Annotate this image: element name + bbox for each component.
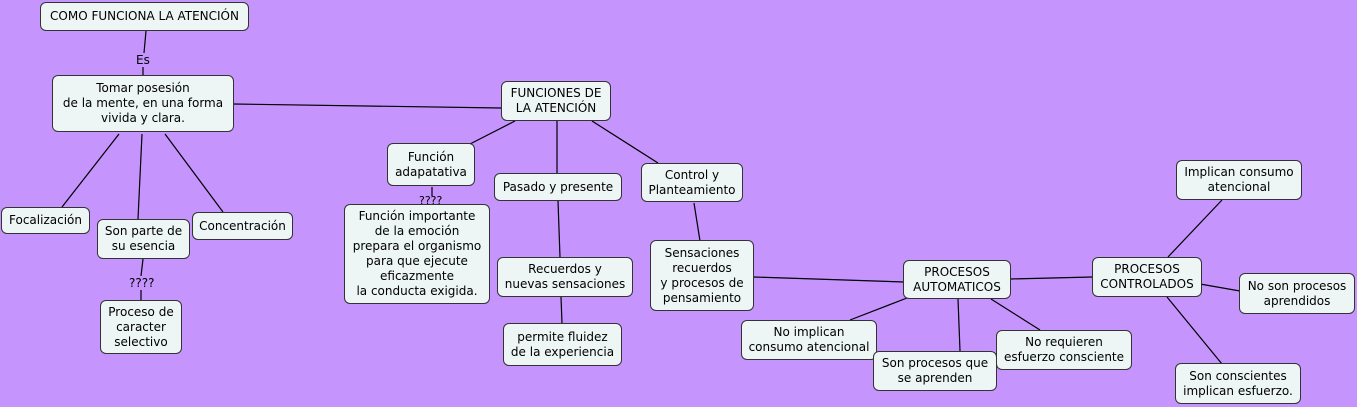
link-controlados-implican bbox=[1167, 199, 1223, 258]
link-funciones-control bbox=[591, 120, 659, 164]
link-sonparte-q1 bbox=[140, 258, 144, 277]
node-implican-consumo[interactable]: Implican consumo atencional bbox=[1176, 160, 1302, 200]
link-root-es bbox=[143, 30, 147, 54]
node-no-requieren[interactable]: No requieren esfuerzo consciente bbox=[996, 330, 1132, 370]
node-funciones[interactable]: FUNCIONES DE LA ATENCIÓN bbox=[501, 81, 611, 121]
link-tomar-funciones bbox=[232, 103, 502, 109]
link-controlados-conscientes bbox=[1166, 296, 1223, 365]
node-sensaciones[interactable]: Sensaciones recuerdos y procesos de pens… bbox=[650, 240, 754, 311]
label-es: Es bbox=[135, 53, 151, 67]
node-procesos-automaticos[interactable]: PROCESOS AUTOMATICOS bbox=[903, 260, 1011, 299]
link-automaticos-norequieren bbox=[990, 298, 1041, 331]
link-automaticos-seaprenden bbox=[957, 298, 961, 352]
link-automaticos-noimplican bbox=[849, 297, 908, 321]
node-tomar-posesion[interactable]: Tomar posesión de la mente, en una forma… bbox=[52, 75, 234, 132]
link-recuerdos-fluidez bbox=[560, 296, 563, 324]
link-pasado-recuerdos bbox=[557, 200, 561, 258]
node-funcion-adaptativa[interactable]: Función adapatativa bbox=[387, 143, 475, 186]
node-root[interactable]: COMO FUNCIONA LA ATENCIÓN bbox=[40, 2, 249, 31]
node-no-aprendidos[interactable]: No son procesos aprendidos bbox=[1239, 273, 1355, 314]
node-se-aprenden[interactable]: Son procesos que se aprenden bbox=[873, 351, 997, 391]
node-procesos-controlados[interactable]: PROCESOS CONTROLADOS bbox=[1092, 257, 1202, 297]
label-q2: ???? bbox=[418, 194, 444, 207]
link-control-sensaciones bbox=[693, 202, 701, 242]
node-proceso-selectivo[interactable]: Proceso de caracter selectivo bbox=[100, 300, 182, 354]
node-pasado-presente[interactable]: Pasado y presente bbox=[494, 173, 622, 201]
node-son-parte[interactable]: Son parte de su esencia bbox=[97, 219, 190, 259]
node-focalizacion[interactable]: Focalización bbox=[1, 207, 90, 234]
node-control[interactable]: Control y Planteamiento bbox=[641, 163, 743, 202]
link-controlados-noaprendidos bbox=[1199, 283, 1241, 292]
node-no-implican[interactable]: No implican consumo atencional bbox=[741, 320, 877, 360]
link-tomar-sonparte bbox=[137, 133, 143, 220]
node-fluidez[interactable]: permite fluidez de la experiencia bbox=[503, 323, 622, 366]
link-funciones-adaptativa bbox=[469, 120, 516, 145]
link-sensaciones-automaticos bbox=[753, 276, 905, 283]
node-funcion-importante[interactable]: Función importante de la emoción prepara… bbox=[344, 204, 490, 304]
label-q1: ???? bbox=[128, 276, 156, 290]
node-recuerdos[interactable]: Recuerdos y nuevas sensaciones bbox=[497, 257, 633, 297]
link-automaticos-controlados bbox=[1009, 276, 1093, 280]
link-tomar-concentracion bbox=[164, 133, 224, 213]
link-tomar-focalizacion bbox=[61, 133, 120, 208]
node-conscientes[interactable]: Son conscientes implican esfuerzo. bbox=[1175, 363, 1301, 404]
node-concentracion[interactable]: Concentración bbox=[192, 212, 293, 240]
